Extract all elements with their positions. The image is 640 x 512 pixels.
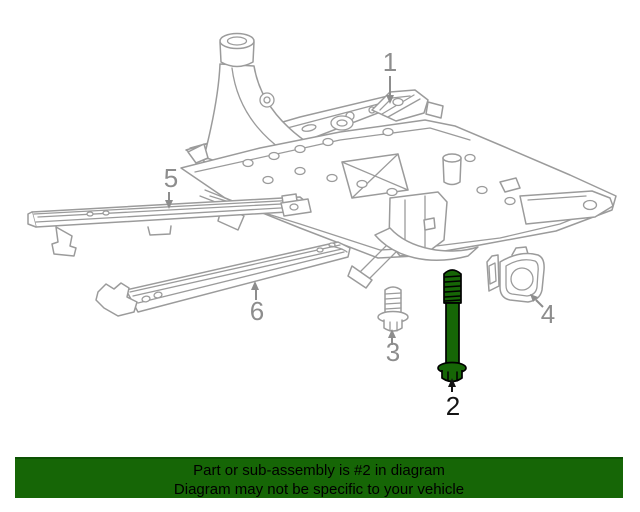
callout-2-arrowhead — [448, 378, 456, 387]
callout-5-arrowhead — [165, 200, 173, 209]
callout-5[interactable]: 5 — [164, 163, 178, 209]
callout-4-arrowhead — [530, 294, 538, 302]
part-6-brace — [95, 241, 351, 317]
part-4-bracket — [486, 246, 545, 303]
callout-3[interactable]: 3 — [386, 329, 400, 367]
subframe-right-arm — [519, 190, 614, 225]
bolt-sleeve-tube — [442, 157, 462, 186]
callout-5-number[interactable]: 5 — [164, 163, 178, 193]
callout-2-number[interactable]: 2 — [446, 391, 460, 421]
highlight-banner: Part or sub-assembly is #2 in diagram Di… — [15, 457, 623, 498]
callout-4-number[interactable]: 4 — [541, 299, 555, 329]
callout-4[interactable]: 4 — [530, 294, 555, 329]
part-2-bolt-highlighted[interactable] — [437, 269, 467, 383]
callout-6-number[interactable]: 6 — [250, 296, 264, 326]
callout-1-arrowhead — [386, 95, 394, 104]
callout-6[interactable]: 6 — [250, 281, 264, 326]
part-5-brace — [27, 193, 312, 257]
part-1-subframe — [180, 32, 617, 289]
callout-6-arrowhead — [251, 281, 259, 290]
callout-3-number[interactable]: 3 — [386, 337, 400, 367]
callout-2-highlighted[interactable]: 2 — [446, 378, 460, 421]
callout-3-arrowhead — [388, 329, 396, 338]
part-3-bolt — [377, 286, 409, 332]
banner-line-2: Diagram may not be specific to your vehi… — [173, 481, 465, 498]
callout-1[interactable]: 1 — [383, 47, 397, 104]
deck-bolt-holes — [242, 127, 516, 206]
parts-diagram: 1 5 6 3 4 2 — [27, 32, 617, 421]
callout-1-number[interactable]: 1 — [383, 47, 397, 77]
banner-line-1: Part or sub-assembly is #2 in diagram — [193, 462, 445, 479]
callout-4-arrow — [535, 299, 544, 308]
